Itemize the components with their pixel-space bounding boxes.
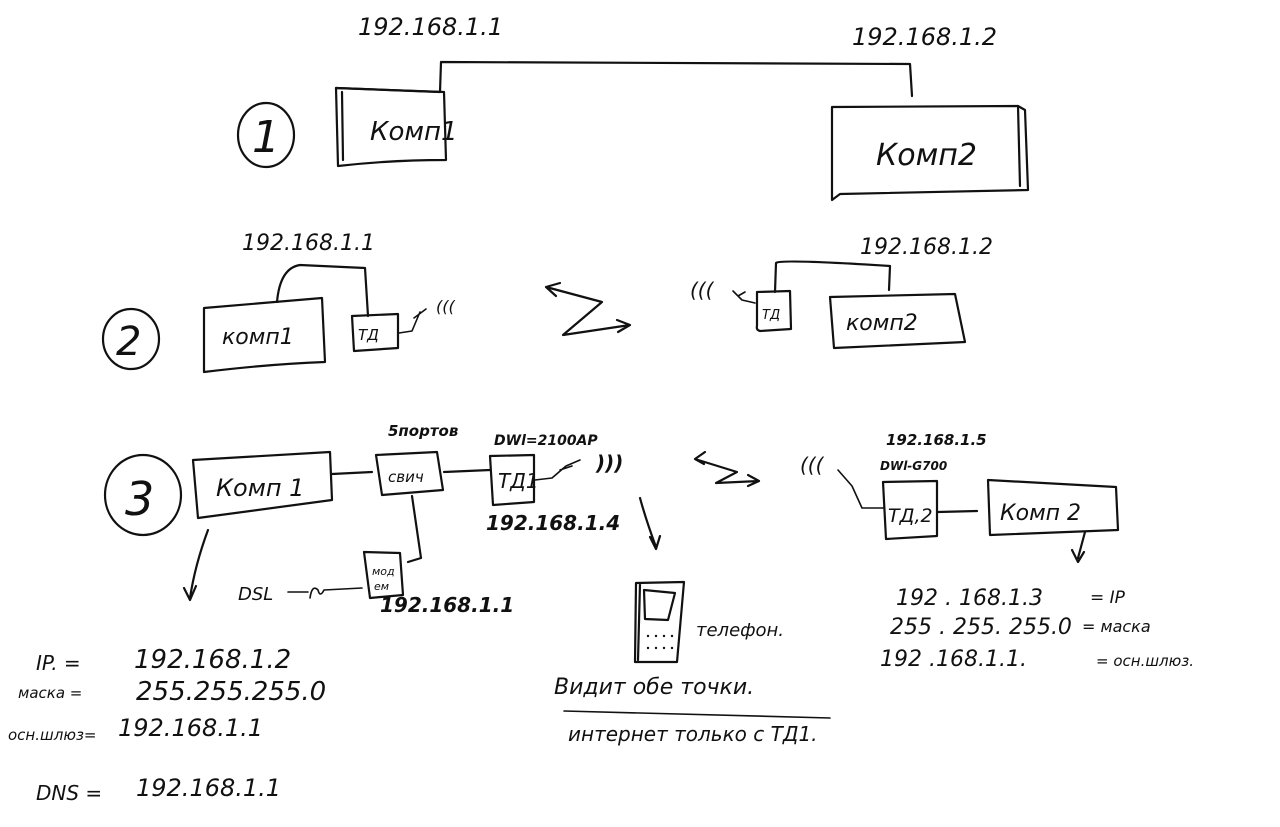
phone-note-visibility: Видит обе точки. (554, 675, 754, 700)
settings-label: = осн.шлюз. (1096, 652, 1194, 670)
arrow-down-icon (182, 528, 210, 602)
ap1-ip: 192.168.1.4 (486, 511, 620, 535)
comp1-settings: IP. = 192.168.1.2 маска = 255.255.255.0 … (8, 645, 326, 805)
cable (773, 260, 892, 294)
switch-box (374, 450, 445, 497)
gateway-label: осн.шлюз= (8, 726, 96, 744)
cable (406, 494, 423, 564)
comp2-label: Комп 2 (1000, 501, 1081, 526)
cable (275, 263, 370, 318)
ap2-ip: 192.168.1.5 (886, 431, 987, 449)
section-number: 2 (116, 319, 141, 365)
antenna-icon (534, 459, 581, 481)
dsl-label: DSL (238, 584, 273, 605)
dsl-cable (287, 587, 363, 599)
phone-note-internet: интернет только с ТД1. (568, 722, 818, 746)
section-number-circle (236, 101, 296, 169)
comp2-label: комп2 (846, 311, 918, 336)
signal-icon: ((( (436, 297, 455, 316)
phone-icon (633, 580, 686, 664)
comp2-ip: 192.168.1.2 (852, 23, 997, 51)
cable (442, 468, 492, 474)
comp1-ip: 192.168.1.1 (242, 231, 375, 256)
mask-label: маска = (18, 684, 82, 702)
section-1: 1 192.168.1.1 Комп1 192.168.1.2 Комп2 (236, 13, 1030, 202)
comp1-ip: 192.168.1.1 (358, 13, 503, 41)
ap1-label: ТД1 (498, 469, 539, 493)
arrow-down-icon (1070, 530, 1087, 564)
antenna-icon (398, 308, 427, 334)
comp1-box (191, 450, 334, 520)
signal-icon: ((( (800, 453, 825, 477)
ap1-box (350, 312, 400, 353)
signal-icon: ((( (690, 278, 715, 302)
comp1-box (202, 296, 327, 374)
ap2-box (755, 289, 793, 333)
switch-label: свич (388, 468, 424, 486)
ap1-label: ТД (358, 326, 379, 344)
settings-value: 255 . 255. 255.0 (890, 615, 1072, 640)
dns-value: 192.168.1.1 (136, 774, 281, 802)
section-2: 2 192.168.1.1 комп1 ТД ((( ((( ТД 192.16… (101, 231, 993, 374)
wireless-link-icon (693, 450, 761, 488)
comp2-label: Комп2 (876, 138, 977, 173)
modem-label-line2: ем (374, 580, 389, 593)
comp1-label: комп1 (222, 325, 294, 350)
comp1-label: Комп 1 (216, 474, 304, 502)
dns-label: DNS = (36, 781, 102, 805)
signal-icon: ))) (595, 451, 623, 475)
comp2-settings: 192 . 168.1.3 = IP 255 . 255. 255.0 = ма… (880, 586, 1194, 672)
modem-box (362, 550, 405, 600)
ap2-model: DWl-G700 (880, 459, 947, 473)
comp1-label: Комп1 (370, 117, 458, 147)
antenna-icon (837, 469, 885, 509)
section-number-circle (103, 453, 183, 537)
phone-label: телефон. (696, 620, 784, 641)
settings-value: 192 . 168.1.3 (896, 586, 1043, 611)
ip-value: 192.168.1.2 (134, 645, 291, 675)
switch-note: 5портов (388, 422, 458, 440)
modem-ip: 192.168.1.1 (380, 593, 514, 617)
comp2-box (986, 478, 1120, 537)
mask-value: 255.255.255.0 (136, 677, 326, 707)
section-number: 1 (252, 112, 280, 163)
ap2-label: ТД (762, 308, 780, 323)
divider (563, 710, 831, 719)
modem-label-line1: мод (372, 565, 395, 578)
ap2-box (881, 479, 939, 541)
antenna-icon (732, 290, 756, 304)
cable (936, 509, 979, 514)
section-number-circle (101, 307, 161, 371)
comp2-ip: 192.168.1.2 (860, 235, 993, 260)
ap1-model: DWl=2100AP (494, 433, 598, 449)
section-3: 3 Комп 1 5портов свич DWl=2100AP ТД1 )))… (8, 422, 1194, 805)
arrow-down-icon (638, 496, 662, 551)
settings-label: = IP (1090, 588, 1126, 608)
settings-label: = маска (1082, 617, 1151, 636)
ap1-box (488, 453, 536, 507)
settings-value: 192 .168.1.1. (880, 647, 1027, 672)
comp2-box (828, 292, 967, 350)
ap2-label: ТД,2 (888, 505, 933, 527)
comp1-box (334, 86, 448, 168)
comp2-box (830, 104, 1030, 202)
section-number: 3 (125, 472, 154, 526)
ip-label: IP. = (36, 651, 81, 675)
cable (330, 470, 374, 476)
gateway-value: 192.168.1.1 (118, 714, 263, 742)
wireless-link-icon (544, 281, 632, 337)
